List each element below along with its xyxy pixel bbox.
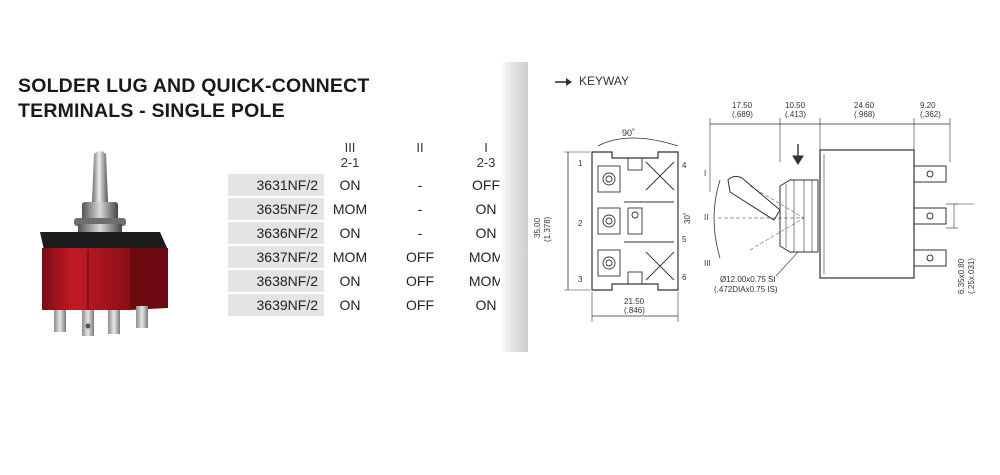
- thread-dim-in: (.472DIAx0.75 IS): [714, 285, 778, 294]
- dimension-drawing: 90˚ 1 2 3 4 5 6 35.00 (1.378) 21.50 (.84…: [533, 101, 976, 322]
- cell-pos-iii: ON: [339, 177, 361, 193]
- toggle-switch-photo: [40, 151, 168, 336]
- width-dim-in: (.846): [624, 306, 645, 315]
- part-number: 3638NF/2: [228, 270, 324, 292]
- part-number: 3636NF/2: [228, 222, 324, 244]
- position-iii-label: III: [704, 259, 711, 268]
- cell-pos-ii: OFF: [406, 249, 434, 265]
- part-number: 3635NF/2: [228, 198, 324, 220]
- width-dim-mm: 21.50: [624, 297, 645, 306]
- cell-pos-i: ON: [475, 201, 497, 217]
- cell-pos-ii: -: [417, 225, 423, 241]
- cell-pos-iii: ON: [339, 225, 361, 241]
- cell-pos-i: ON: [475, 297, 497, 313]
- dim-a-mm: 17.50: [732, 101, 753, 110]
- height-dim-mm: 35.00: [533, 217, 542, 238]
- keyway-legend: KEYWAY: [555, 74, 629, 88]
- pin-1-label: 1: [578, 159, 583, 168]
- cell-pos-i: ON: [475, 225, 497, 241]
- pin-2-label: 2: [578, 219, 583, 228]
- pin-4-label: 4: [682, 161, 687, 170]
- table-row: 3635NF/2 MOM - ON: [228, 198, 508, 220]
- panel-divider: [500, 62, 528, 352]
- cell-pos-ii: -: [417, 201, 423, 217]
- cell-pos-iii: MOM: [332, 249, 368, 265]
- keyway-label: KEYWAY: [579, 74, 630, 88]
- table-row: 3636NF/2 ON - ON: [228, 222, 508, 244]
- cell-pos-i: MOM: [468, 249, 504, 265]
- tab-dim-mm: 6.35x0.80: [957, 258, 966, 294]
- pin-6-label: 6: [682, 273, 687, 282]
- part-number: 3631NF/2: [228, 174, 324, 196]
- cell-pos-iii: ON: [339, 273, 361, 289]
- dim-b-mm: 10.50: [785, 101, 806, 110]
- dim-c-in: (.968): [854, 110, 875, 119]
- title-line-1: SOLDER LUG AND QUICK-CONNECT: [18, 75, 370, 97]
- angle-side-label: 30˚: [683, 212, 692, 224]
- part-number: 3637NF/2: [228, 246, 324, 268]
- angle-top-label: 90˚: [622, 128, 635, 138]
- cell-pos-ii: -: [417, 177, 423, 193]
- cell-pos-i: OFF: [472, 177, 500, 193]
- position-i-label: I: [704, 169, 706, 178]
- cell-pos-iii: MOM: [332, 201, 368, 217]
- pin-3-label: 3: [578, 275, 583, 284]
- dim-d-in: (.362): [920, 110, 941, 119]
- cell-pos-ii: OFF: [406, 297, 434, 313]
- table-row: 3638NF/2 ON OFF MOM: [228, 270, 508, 292]
- dim-d-mm: 9.20: [920, 101, 936, 110]
- position-ii-label: II: [704, 213, 708, 222]
- pin-5-label: 5: [682, 235, 687, 244]
- header-position-ii: II: [416, 140, 424, 155]
- arrow-right-icon: [555, 77, 572, 86]
- cell-pos-iii: ON: [339, 297, 361, 313]
- thread-dim-mm: Ø12.00x0.75 SI: [720, 275, 776, 284]
- dim-a-in: (.689): [732, 110, 753, 119]
- part-number: 3639NF/2: [228, 294, 324, 316]
- tab-dim-in: (.25x.031): [967, 258, 976, 294]
- table-row: 3631NF/2 ON - OFF: [228, 174, 508, 196]
- page-title: SOLDER LUG AND QUICK-CONNECT TERMINALS -…: [18, 74, 370, 124]
- dim-c-mm: 24.60: [854, 101, 875, 110]
- title-line-2: TERMINALS - SINGLE POLE: [18, 100, 285, 122]
- height-dim-in: (1.378): [543, 216, 552, 242]
- table-row: 3637NF/2 MOM OFF MOM: [228, 246, 508, 268]
- cell-pos-ii: OFF: [406, 273, 434, 289]
- table-row: 3639NF/2 ON OFF ON: [228, 294, 508, 316]
- dim-b-in: (.413): [785, 110, 806, 119]
- cell-pos-i: MOM: [468, 273, 504, 289]
